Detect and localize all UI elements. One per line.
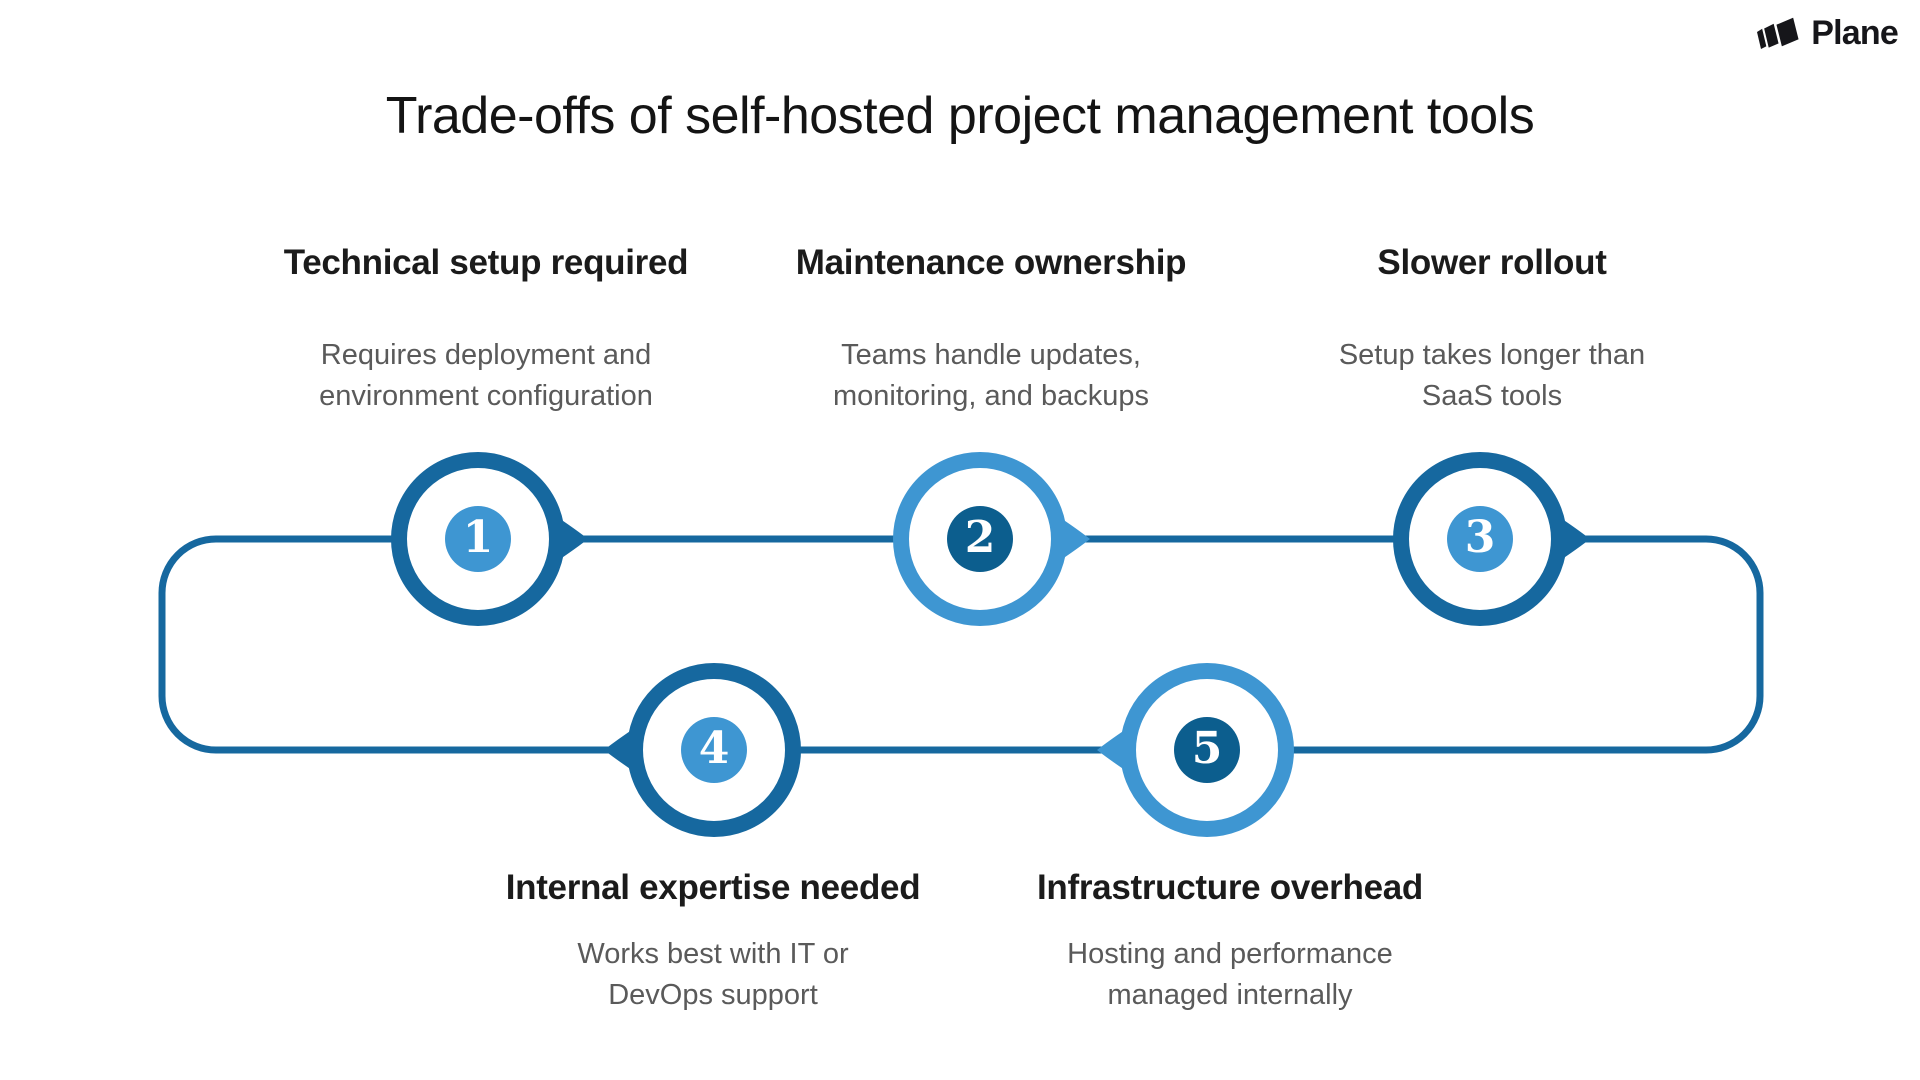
step-1-marker: 1 — [391, 452, 565, 626]
step-1-number-badge: 1 — [445, 506, 511, 572]
step-3-number: 3 — [1464, 512, 1496, 563]
plane-logo-text: Plane — [1811, 14, 1899, 52]
plane-logo-icon — [1757, 14, 1802, 50]
step-3-number-badge: 3 — [1447, 506, 1513, 572]
step-3-marker: 3 — [1393, 452, 1567, 626]
page-title: Trade-offs of self-hosted project manage… — [385, 87, 1535, 145]
step-3-heading: Slower rollout — [1377, 243, 1607, 282]
step-4-marker: 4 — [627, 663, 801, 837]
step-1-number: 1 — [462, 512, 494, 563]
step-4-number: 4 — [698, 723, 730, 774]
step-5-label: Infrastructure overhead Hosting and perf… — [950, 868, 1510, 1016]
step-3-description: Setup takes longer than SaaS tools — [1338, 339, 1646, 412]
step-1-description: Requires deployment and environment conf… — [319, 339, 653, 412]
step-2-number: 2 — [964, 512, 996, 563]
step-5-description: Hosting and performance managed internal… — [1067, 938, 1393, 1011]
step-2-marker: 2 — [893, 452, 1067, 626]
step-5-number-badge: 5 — [1174, 717, 1240, 783]
plane-logo: Plane — [1756, 14, 1899, 53]
step-3-label: Slower rollout Setup takes longer than S… — [1212, 243, 1772, 417]
step-5-number: 5 — [1191, 723, 1223, 774]
step-4-heading: Internal expertise needed — [505, 868, 921, 907]
step-2-number-badge: 2 — [947, 506, 1013, 572]
step-1-heading: Technical setup required — [283, 243, 689, 282]
step-4-number-badge: 4 — [681, 717, 747, 783]
step-4-description: Works best with IT or DevOps support — [577, 938, 849, 1011]
step-4-label: Internal expertise needed Works best wit… — [433, 868, 993, 1016]
step-1-label: Technical setup required Requires deploy… — [206, 243, 766, 417]
step-2-heading: Maintenance ownership — [795, 243, 1187, 282]
step-5-heading: Infrastructure overhead — [1037, 868, 1423, 907]
step-2-label: Maintenance ownership Teams handle updat… — [711, 243, 1271, 417]
step-5-marker: 5 — [1120, 663, 1294, 837]
step-2-description: Teams handle updates, monitoring, and ba… — [833, 339, 1149, 412]
